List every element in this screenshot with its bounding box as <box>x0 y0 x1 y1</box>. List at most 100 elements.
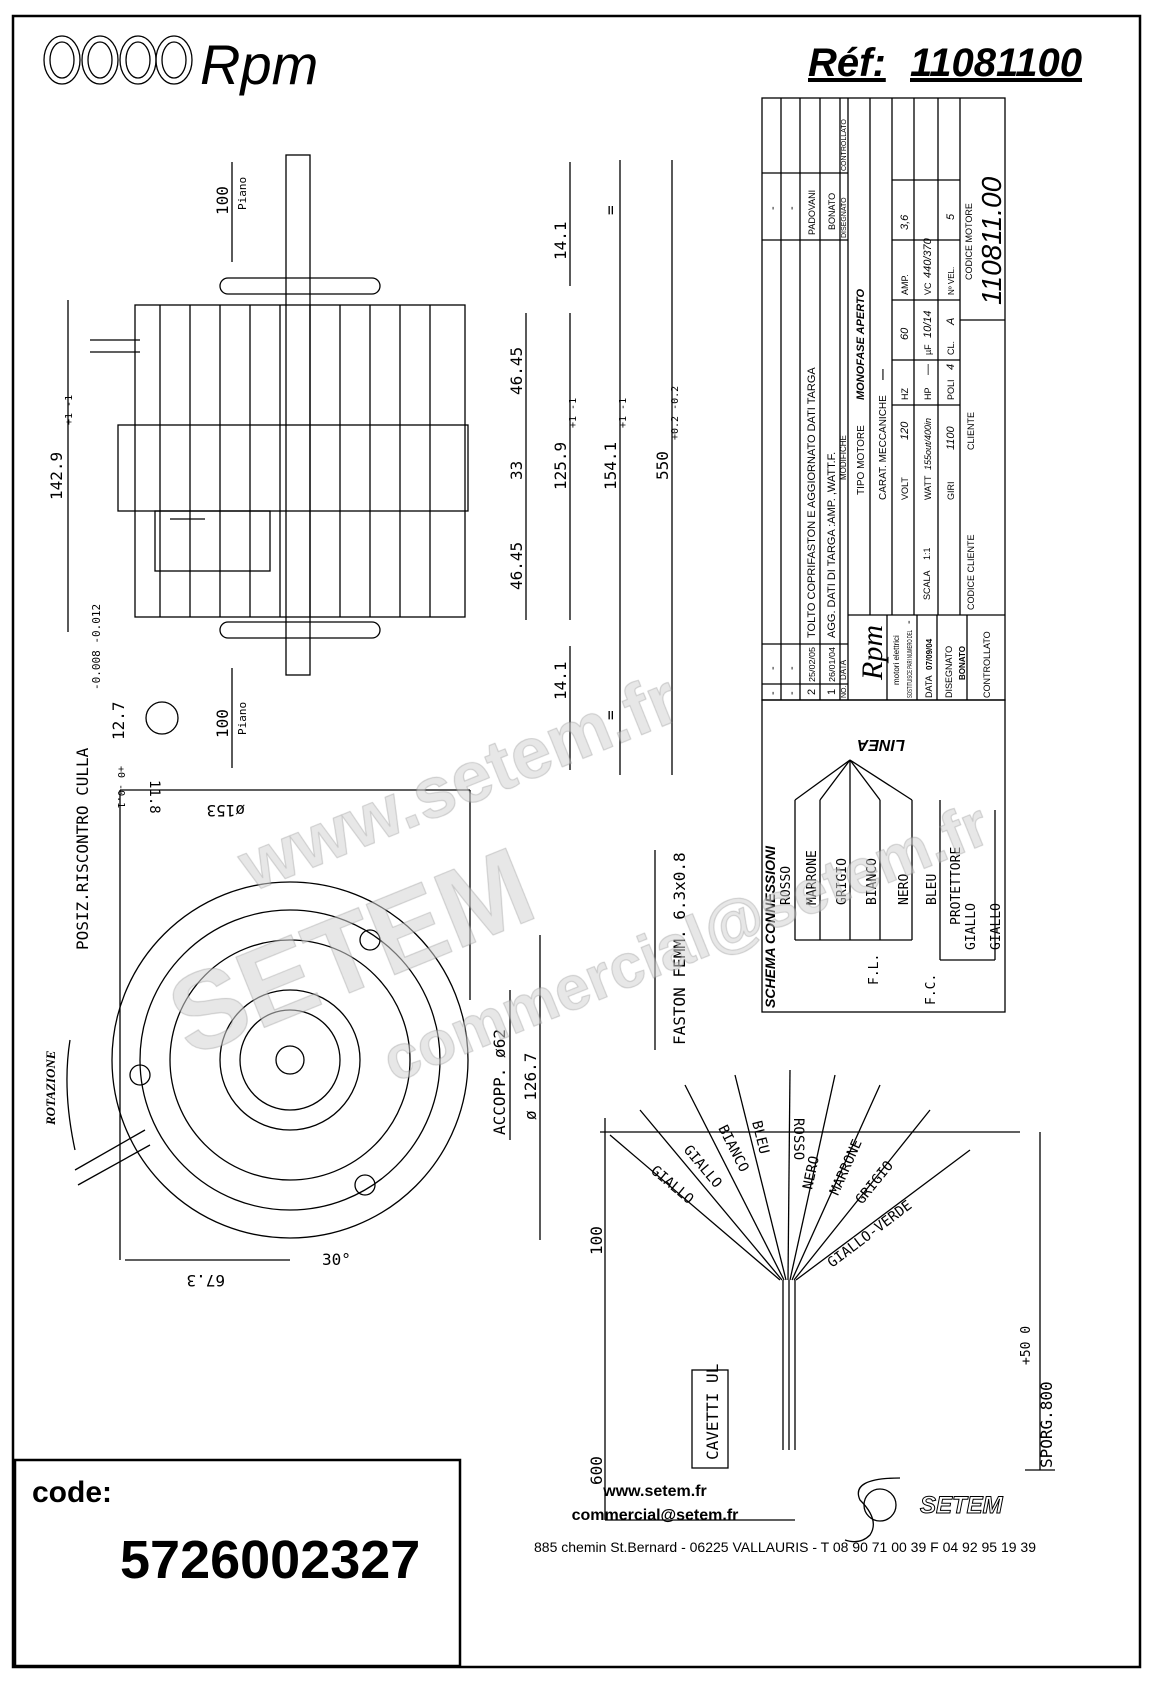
faston-label: FASTON FEMM. 6.3x0.8 <box>670 852 689 1045</box>
cl-label: CL. <box>946 341 956 355</box>
wire-rosso: ROSSO <box>790 1118 806 1160</box>
schema-rosso: ROSSO <box>779 866 794 905</box>
logo-subtitle: motori elettrici <box>892 635 901 685</box>
setem-logo: SETEM <box>844 1477 1004 1543</box>
setem-logo-text: SETEM <box>920 1492 1004 1519</box>
carat-value: — <box>877 369 889 380</box>
hp-value: — <box>922 364 934 375</box>
controllato-label: CONTROLLATO <box>982 631 992 698</box>
data-value: 07/09/04 <box>925 638 934 670</box>
codice-cliente-label: CODICE CLIENTE <box>966 534 976 610</box>
tol-142-9: +1 -1 <box>64 395 75 425</box>
sporg-tolerance: +50 0 <box>1019 1326 1034 1365</box>
amp-label: AMP. <box>900 274 910 295</box>
dim-33: 33 <box>507 461 526 480</box>
sporg-800: SPORG.800 <box>1037 1381 1056 1468</box>
dim-550: 550 <box>653 451 672 480</box>
dim-154-1: 154.1 <box>601 442 620 490</box>
watt-value: 155out/400in <box>923 418 933 470</box>
tol-shaft: -0.008 -0.012 <box>90 604 103 690</box>
schema-grigio: GRIGIO <box>835 858 850 905</box>
wire-bianco: BIANCO <box>714 1123 751 1175</box>
hdr-modifiche: MODIFICHE <box>839 435 848 480</box>
schema-protettore: PROTETTORE <box>949 847 964 925</box>
disegnato-label: DISEGNATO <box>944 646 954 698</box>
rotation-label: ROTAZIONE <box>43 1050 58 1126</box>
poli-value: 4 <box>945 364 957 370</box>
rev-no: 2 <box>806 689 818 695</box>
carat-label: CARAT. MECCANICHE <box>878 395 889 500</box>
sostituisce-value: - <box>903 620 915 624</box>
hz-label: HZ <box>900 388 910 400</box>
dim-125-9: 125.9 <box>551 442 570 490</box>
disegnato-value: BONATO <box>958 646 967 680</box>
dim-14-1-bottom: 14.1 <box>551 661 570 700</box>
schema-giallo-1: GIALLO <box>964 903 979 950</box>
rev-date: 26/01/04 <box>828 646 837 682</box>
rev-desc: AGG. DATI DI TARGA :AMP. ,WATT.F. <box>826 452 838 638</box>
dim-126-7: ø 126.7 <box>521 1053 540 1120</box>
dim-67-3: 67.3 <box>186 1271 225 1290</box>
brand-name: Rpm <box>200 33 318 96</box>
volt-label: VOLT <box>900 477 910 500</box>
giri-label: GIRI <box>946 481 956 500</box>
amp-value: 3,6 <box>899 214 911 230</box>
hz-value: 60 <box>899 327 911 340</box>
dim-14-1-top: 14.1 <box>551 221 570 260</box>
tipo-motore-value: MONOFASE APERTO <box>855 289 867 400</box>
code-label: code: <box>32 1476 112 1509</box>
wire-grigio: GRIGIO <box>853 1158 897 1207</box>
rev-no: - <box>767 691 779 695</box>
dim-142-9: 142.9 <box>47 452 66 500</box>
title-block-logo: Rpm <box>856 625 889 681</box>
ref-label: Réf: <box>808 41 886 85</box>
schema-bianco: BIANCO <box>865 858 880 905</box>
ref-number: 11081100 <box>910 41 1082 85</box>
volt-value: 120 <box>899 421 911 440</box>
nvel-value: 5 <box>945 213 957 220</box>
hdr-controllato: CONTROLLATO <box>841 119 848 171</box>
uf-value: 10/14 <box>922 310 934 338</box>
vc-value: 440/370 <box>922 237 934 278</box>
vc-label: VC <box>923 282 933 295</box>
title-block: - - - - - - 2 25/02/05 TOLTO COPRIFASTON… <box>761 97 1007 701</box>
eq-top: = <box>601 205 620 215</box>
motor-side-view <box>90 154 469 676</box>
schema-fc: F.C. <box>924 974 939 1005</box>
tol-550: +0.2 -0.2 <box>670 386 681 440</box>
codice-motore-label: CODICE MOTORE <box>964 203 974 280</box>
hdr-disegnato: DISEGNATO <box>841 197 848 238</box>
data-label: DATA <box>924 675 934 698</box>
cliente-label: CLIENTE <box>966 412 976 450</box>
hp-label: HP <box>923 387 933 400</box>
email: commercial@setem.fr <box>572 1507 739 1524</box>
sostituisce-label: SOSTITUISCE PARI NUMERO DEL <box>907 630 914 698</box>
piano-bottom: Piano <box>236 702 249 735</box>
tipo-motore-label: TIPO MOTORE <box>856 425 867 495</box>
dim-accopp-62: ACCOPP. ø62 <box>490 1029 509 1135</box>
dim-153: ø153 <box>206 801 245 820</box>
poli-label: POLI <box>946 379 956 400</box>
codice-motore-value: 110811.00 <box>976 176 1007 305</box>
cl-value: A <box>945 318 957 326</box>
piano-top: Piano <box>236 177 249 210</box>
dim-shaft-12-7: 12.7 <box>109 701 128 740</box>
schema-title: SCHEMA CONNESSIONI <box>762 845 778 1008</box>
rpm-logo: Rpm <box>43 33 318 96</box>
linea-label: LINEA <box>857 736 905 753</box>
angle-30: 30° <box>322 1250 351 1269</box>
schema-nero: NERO <box>897 874 912 905</box>
rev-date: - <box>767 666 779 670</box>
rev-date: - <box>786 666 798 670</box>
tol-125-9: +1 -1 <box>568 398 579 428</box>
scala-label: SCALA <box>922 570 932 600</box>
rev-by: - <box>786 206 798 210</box>
rev-no: 1 <box>826 689 838 695</box>
scala-value: 1:1 <box>922 547 932 560</box>
schema-bleu: BLEU <box>925 874 940 905</box>
nvel-label: Nº VEL. <box>947 267 956 295</box>
schema-marrone: MARRONE <box>805 850 820 905</box>
rev-by: - <box>767 206 779 210</box>
wire-bleu: BLEU <box>748 1119 772 1156</box>
